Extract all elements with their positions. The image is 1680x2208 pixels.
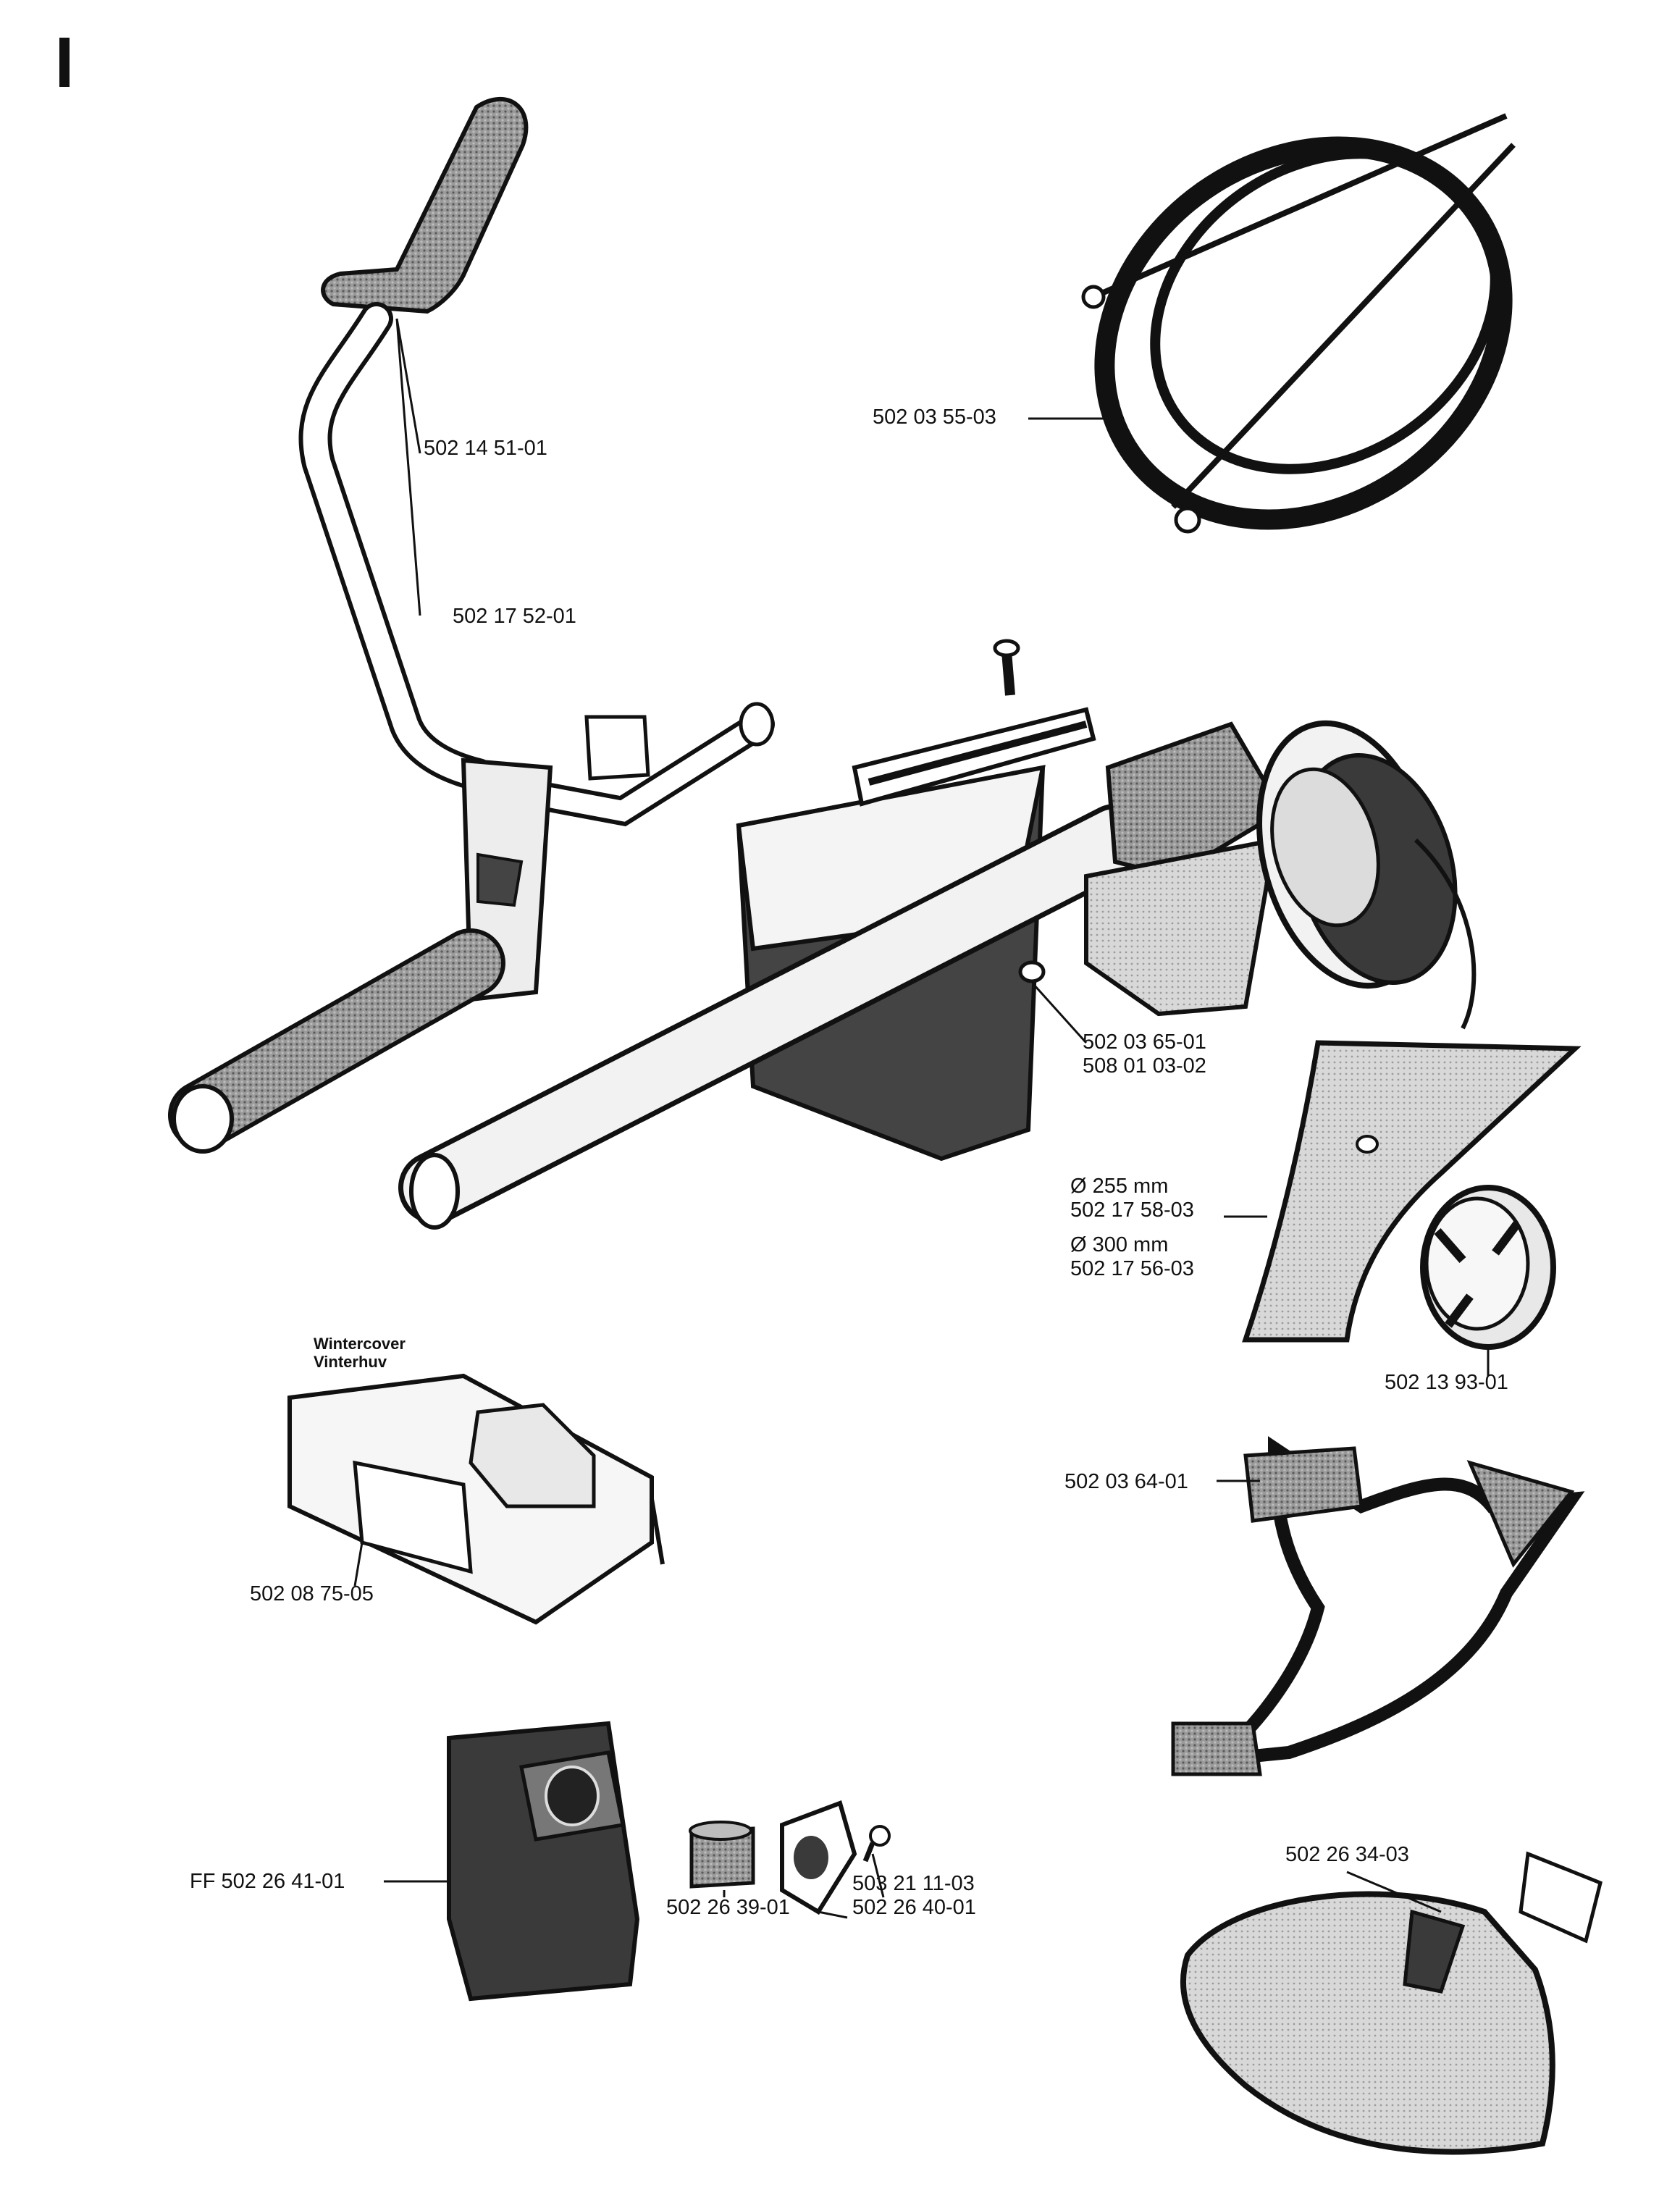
- label-blade-300-part: 502 17 56-03: [1070, 1257, 1194, 1280]
- label-gasket-plate: 502 26 40-01: [852, 1896, 976, 1919]
- muffler-part: [447, 1721, 640, 2002]
- label-screw: 503 21 11-03: [852, 1872, 975, 1895]
- label-blade-300-size: Ø 300 mm: [1070, 1233, 1169, 1256]
- label-wintercover-title-2: Vinterhuv: [314, 1353, 387, 1371]
- spark-arrestor-part: [689, 1821, 755, 1889]
- section-mark: [59, 38, 70, 87]
- handle-grip-part: [321, 97, 529, 314]
- label-harness: 502 03 55-03: [873, 406, 996, 429]
- label-blade-255-part: 502 17 58-03: [1070, 1199, 1194, 1222]
- blade-part: [1242, 1040, 1582, 1343]
- label-wintercover-title-1: Wintercover: [314, 1335, 406, 1353]
- label-wintercover: 502 08 75-05: [250, 1582, 374, 1605]
- label-guard-bracket-1: 502 03 65-01: [1083, 1030, 1206, 1054]
- screw-part: [862, 1825, 891, 1863]
- label-guard-bracket-2: 508 01 03-02: [1083, 1054, 1206, 1078]
- label-trimmer-head: 502 13 93-01: [1385, 1371, 1508, 1394]
- blade-guard-part: [1180, 1851, 1603, 2155]
- shoulder-harness-part: [1171, 1436, 1585, 1776]
- leader-lines: [353, 318, 1490, 1919]
- label-spark-arrestor: 502 26 39-01: [666, 1896, 790, 1919]
- label-shoulder-harness: 502 03 64-01: [1064, 1470, 1188, 1493]
- handlebar-part: [168, 302, 775, 1154]
- harness-part: [1081, 113, 1516, 534]
- shaft-assembly: [398, 639, 1477, 1230]
- label-muffler: FF 502 26 41-01: [190, 1870, 345, 1893]
- wintercover-part: [287, 1373, 665, 1625]
- label-blade-guard: 502 26 34-03: [1285, 1843, 1409, 1866]
- label-handle-grip: 502 14 51-01: [424, 437, 547, 460]
- label-handlebar: 502 17 52-01: [453, 605, 576, 628]
- gasket-plate-part: [780, 1800, 857, 1915]
- trimmer-head-part: [1420, 1185, 1556, 1350]
- label-blade-255-size: Ø 255 mm: [1070, 1175, 1169, 1198]
